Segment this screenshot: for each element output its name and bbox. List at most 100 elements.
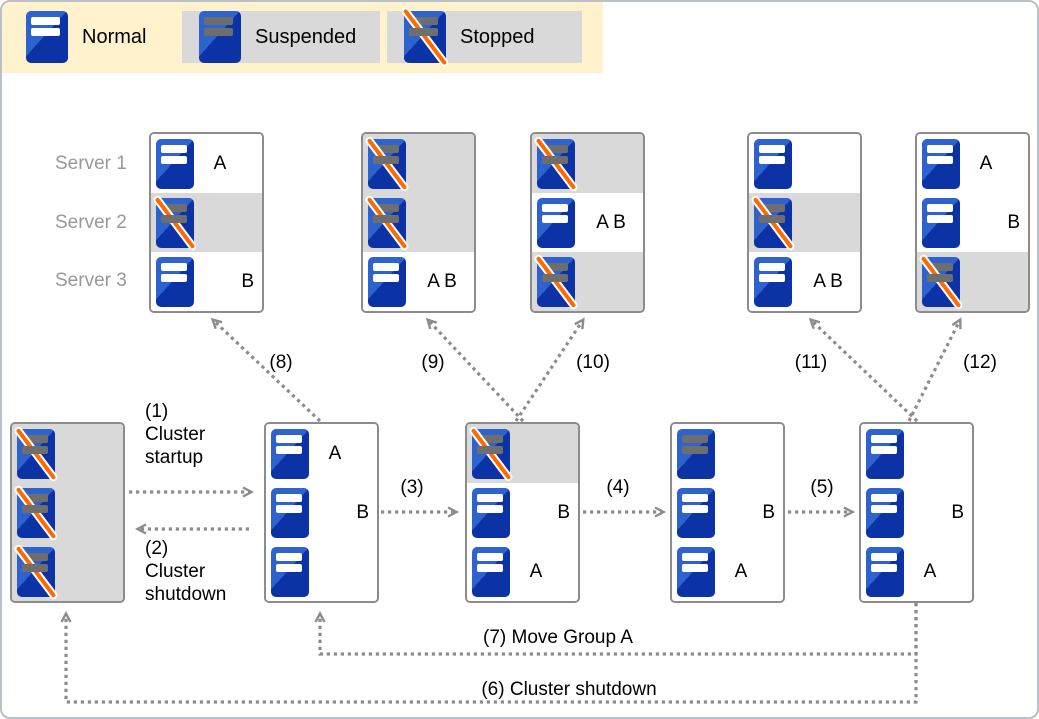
server-row	[12, 424, 123, 483]
server-row: A	[266, 424, 377, 483]
transition-label-4: (4)	[606, 477, 630, 498]
stop-slash-icon	[749, 193, 797, 252]
group-label: B	[241, 270, 254, 292]
server-normal-icon	[271, 546, 309, 597]
server-row: B	[861, 483, 972, 542]
server-row: B	[266, 483, 377, 542]
server-row: A	[917, 134, 1028, 193]
cluster-state-top-2: A B	[361, 132, 476, 313]
stop-slash-icon	[467, 424, 515, 483]
server-stopped-icon	[363, 134, 411, 193]
server-stopped-icon	[532, 252, 580, 311]
stop-slash-icon	[12, 542, 60, 601]
server-normal-icon	[156, 256, 194, 307]
transition-label-2: (2) Cluster shutdown	[145, 538, 227, 605]
server-row: B	[672, 483, 783, 542]
server-row	[749, 193, 860, 252]
server-normal-icon	[677, 546, 715, 597]
server-row: A B	[749, 252, 860, 311]
server-row: A	[672, 542, 783, 601]
server-normal-icon	[922, 197, 960, 248]
server-normal-icon	[537, 197, 575, 248]
server-stopped-icon	[363, 193, 411, 252]
server-row	[861, 424, 972, 483]
stop-slash-icon	[917, 252, 965, 311]
legend-item-normal: Normal	[26, 11, 146, 63]
stop-slash-icon	[363, 193, 411, 252]
transition-label-11: (11)	[794, 352, 828, 373]
server-normal-icon	[26, 11, 68, 63]
arrow-10	[514, 317, 585, 422]
server-stopped-icon	[532, 134, 580, 193]
transition-label-9: (9)	[421, 352, 445, 373]
transition-label-6: (6) Cluster shutdown	[481, 679, 657, 700]
server-normal-icon	[472, 546, 510, 597]
server-row: A	[467, 542, 578, 601]
server-normal-icon	[368, 256, 406, 307]
server-normal-icon	[271, 428, 309, 479]
server-row	[672, 424, 783, 483]
server-row: A B	[532, 193, 643, 252]
group-label: B	[951, 501, 964, 523]
group-label: B	[356, 501, 369, 523]
legend: Normal Suspended Stopped	[2, 2, 603, 73]
server-row	[266, 542, 377, 601]
stop-slash-icon	[151, 193, 199, 252]
transition-label-10: (10)	[576, 352, 610, 373]
stop-slash-icon	[400, 5, 450, 69]
server-row	[532, 134, 643, 193]
stop-slash-icon	[363, 134, 411, 193]
group-label: B	[1007, 211, 1020, 233]
server-normal-icon	[754, 138, 792, 189]
group-label: A	[328, 442, 342, 464]
group-label: A	[213, 152, 227, 174]
server-stopped-icon	[917, 252, 965, 311]
server-normal-icon	[156, 138, 194, 189]
server-stopped-icon	[749, 193, 797, 252]
server-row	[749, 134, 860, 193]
arrow-8	[210, 317, 322, 423]
group-label: A	[923, 560, 937, 582]
legend-label-normal: Normal	[82, 25, 147, 48]
server-row: A	[861, 542, 972, 601]
group-label: B	[557, 501, 570, 523]
server-normal-icon	[866, 428, 904, 479]
server-2-label: Server 2	[55, 212, 127, 233]
server-stopped-icon	[12, 424, 60, 483]
stop-slash-icon	[12, 424, 60, 483]
legend-label-suspended: Suspended	[255, 25, 357, 48]
server-stopped-icon	[151, 193, 199, 252]
server-row	[12, 542, 123, 601]
group-label: A B	[813, 270, 843, 292]
group-label: B	[762, 501, 775, 523]
server-normal-icon	[866, 487, 904, 538]
server-stopped-icon	[467, 424, 515, 483]
server-row	[12, 483, 123, 542]
server-normal-icon	[677, 487, 715, 538]
stop-slash-icon	[532, 134, 580, 193]
server-stopped-icon	[400, 5, 450, 69]
cluster-state-top-4: A B	[747, 132, 862, 313]
group-label: A B	[596, 211, 626, 233]
server-suspended-icon	[199, 11, 241, 63]
server-row	[363, 193, 474, 252]
stop-slash-icon	[532, 252, 580, 311]
transition-label-8: (8)	[269, 352, 293, 373]
server-row	[917, 252, 1028, 311]
group-label: A	[529, 560, 543, 582]
stop-slash-icon	[12, 483, 60, 542]
server-normal-icon	[472, 487, 510, 538]
server-normal-icon	[922, 138, 960, 189]
transition-label-3: (3)	[400, 477, 424, 498]
server-row	[532, 252, 643, 311]
server-row: A	[151, 134, 262, 193]
group-label: A	[734, 560, 748, 582]
server-normal-icon	[866, 546, 904, 597]
